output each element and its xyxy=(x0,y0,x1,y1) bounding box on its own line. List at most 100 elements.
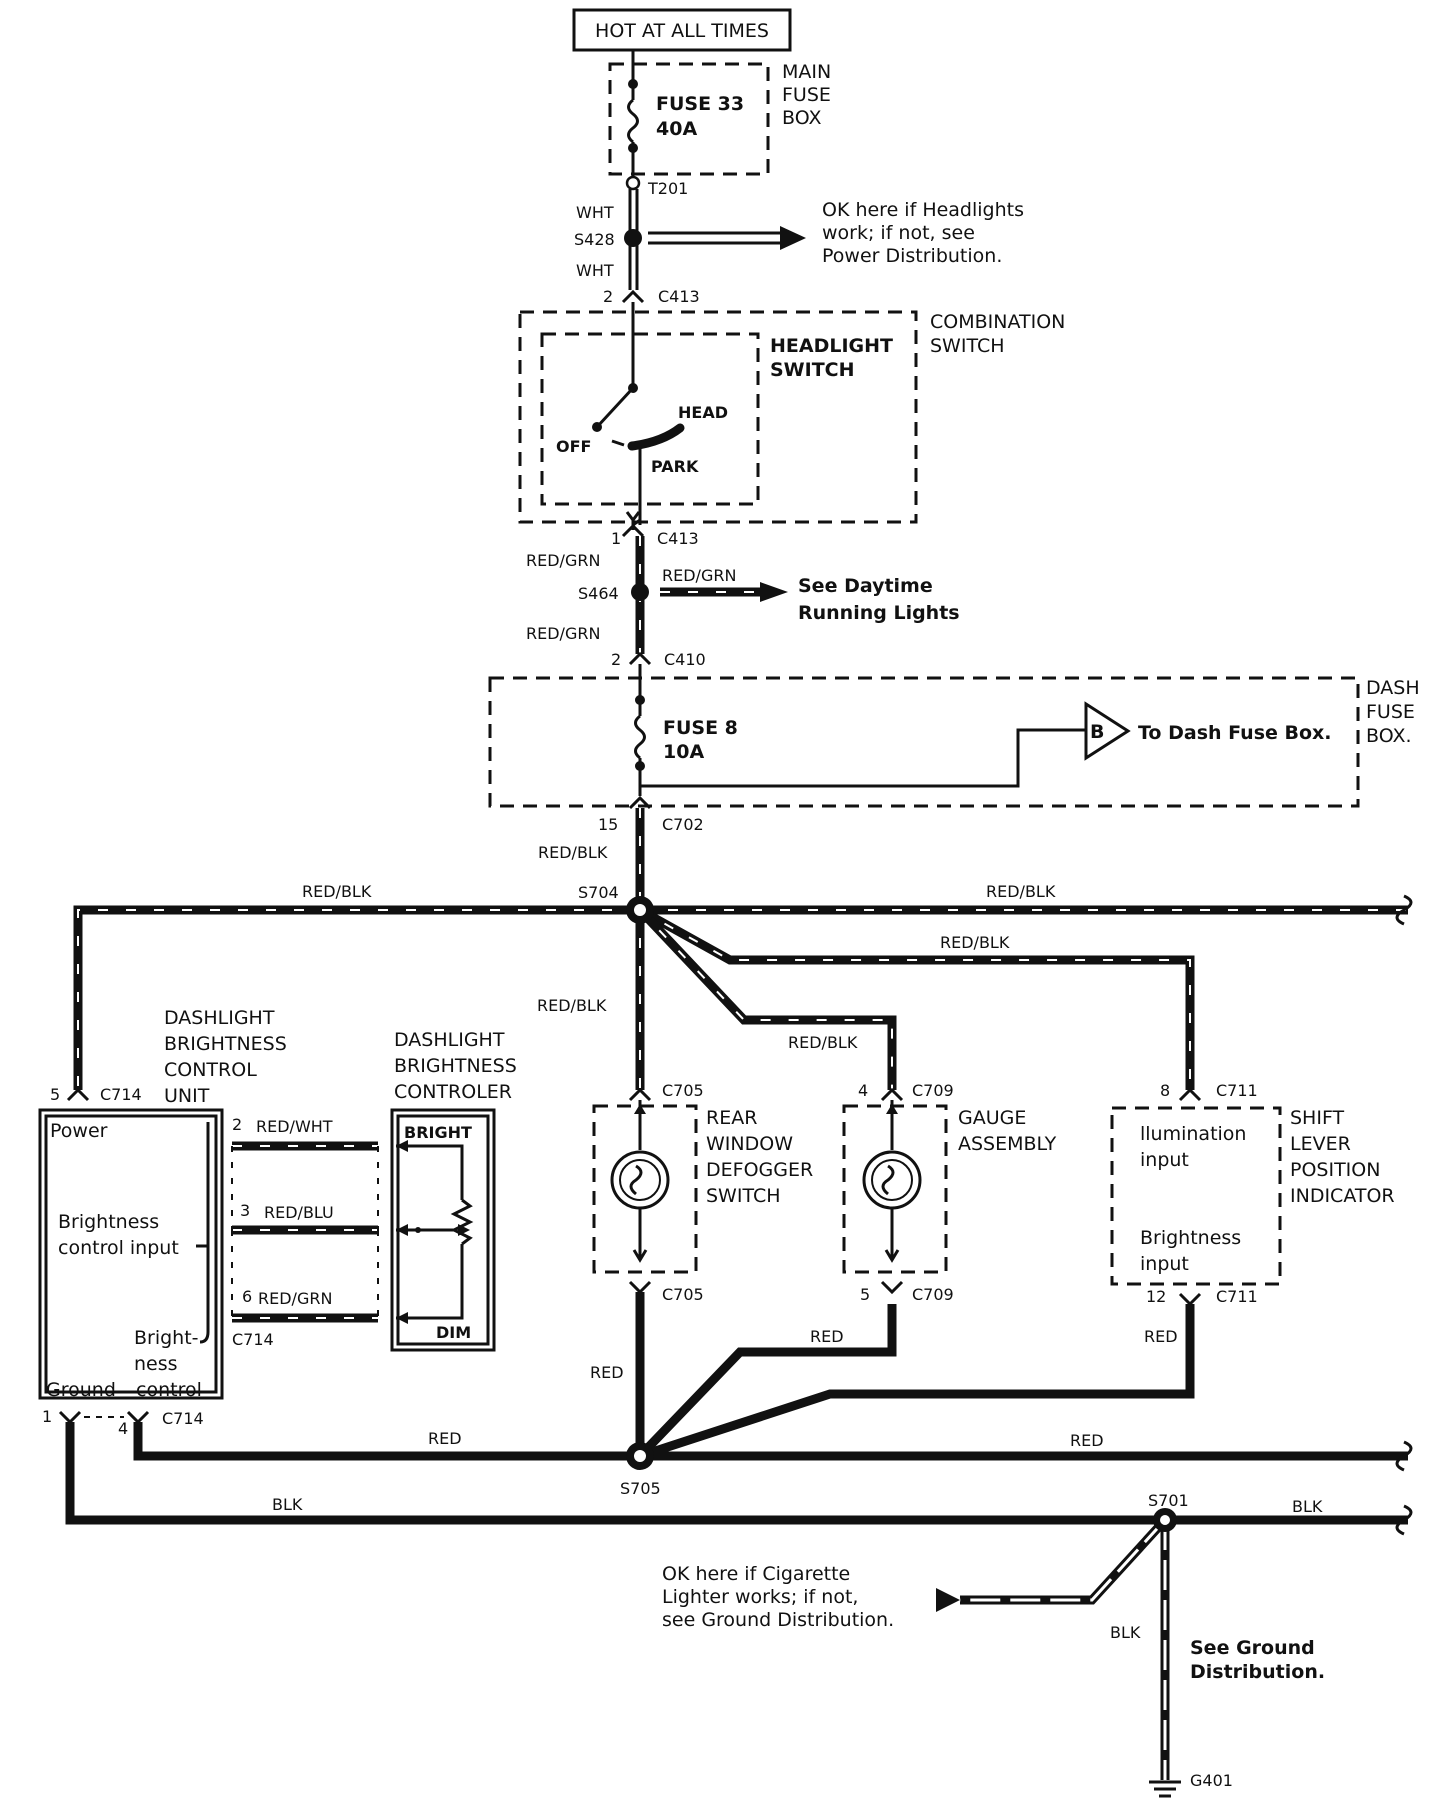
fuse-8-feed-line xyxy=(640,728,1086,788)
wire-wht-label-lower: WHT xyxy=(576,261,614,280)
s428-note-1: OK here if Headlights xyxy=(822,199,1024,221)
fuse-8-icon xyxy=(634,714,646,760)
combination-switch: HEADLIGHT SWITCH COMBINATION SWITCH HEAD… xyxy=(518,302,1065,530)
combination-switch-label-2: SWITCH xyxy=(930,335,1005,357)
dash-fuse-box-label-3: BOX. xyxy=(1366,725,1412,747)
c714-control-pin: 4 xyxy=(118,1419,128,1438)
fuse-8-rating: 10A xyxy=(663,741,704,763)
connector-c714-control xyxy=(126,1410,150,1425)
wire-red-grn-label-upper: RED/GRN xyxy=(526,551,600,570)
wire-red-blk-left-label: RED/BLK xyxy=(302,882,372,901)
dim-label: DIM xyxy=(436,1323,471,1342)
brightness-unit-label-3: CONTROL xyxy=(164,1059,257,1081)
c410-label: C410 xyxy=(664,650,706,669)
connector-c705-bottom xyxy=(628,1280,652,1295)
c705-top-label: C705 xyxy=(662,1081,704,1100)
c705-bottom-label: C705 xyxy=(662,1285,704,1304)
brightness-unit-label-1: DASHLIGHT xyxy=(164,1007,275,1029)
switch-pos-head: HEAD xyxy=(678,403,728,422)
wire-red-blk-defogger-label: RED/BLK xyxy=(537,996,607,1015)
headlight-switch-label-2: SWITCH xyxy=(770,359,855,381)
c714-ground-pin: 1 xyxy=(42,1407,52,1426)
defogger-label-3: DEFOGGER xyxy=(706,1159,813,1181)
wire-wht-label-upper: WHT xyxy=(576,203,614,222)
bright-input-text-2: input xyxy=(1140,1253,1189,1275)
brightness-controller: BRIGHT DIM xyxy=(390,1108,496,1352)
brightness-ctrl-text-2: ness xyxy=(134,1353,178,1375)
wire-c-pin: 6 xyxy=(242,1287,252,1306)
s464-branch-wire-label: RED/GRN xyxy=(662,566,736,585)
brightness-unit-label-2: BRIGHTNESS xyxy=(164,1033,287,1055)
wire-blk-down-label: BLK xyxy=(1110,1623,1141,1642)
switch-pos-off: OFF xyxy=(556,437,591,456)
brightness-controller-label-2: BRIGHTNESS xyxy=(394,1055,517,1077)
potentiometer-icon xyxy=(450,1198,474,1246)
splice-s428-label: S428 xyxy=(574,230,615,249)
c711-top-pin: 8 xyxy=(1160,1081,1170,1100)
splice-s428 xyxy=(624,229,642,247)
wire-c-label: RED/GRN xyxy=(258,1289,332,1308)
wire-red-blk-gauge-label: RED/BLK xyxy=(788,1033,858,1052)
switch-off-contact xyxy=(592,422,602,432)
c413-out-pin: 1 xyxy=(611,529,621,548)
s428-note-3: Power Distribution. xyxy=(822,245,1002,267)
defogger-label-2: WINDOW xyxy=(706,1133,793,1155)
gauge-assembly xyxy=(842,1100,948,1274)
wire-red-grn-label-lower: RED/GRN xyxy=(526,624,600,643)
fuse-33-node-top xyxy=(628,79,638,89)
s428-note-2: work; if not, see xyxy=(822,222,975,244)
c714-power-pin: 5 xyxy=(50,1085,60,1104)
ref-b-letter: B xyxy=(1090,721,1104,743)
headlight-switch-label-1: HEADLIGHT xyxy=(770,335,893,357)
c702-pin: 15 xyxy=(598,815,618,834)
main-fuse-box-label-1: MAIN xyxy=(782,61,831,83)
connector-c413-in xyxy=(621,289,645,304)
fuse-33-label: FUSE 33 xyxy=(656,93,744,115)
ground-symbol-icon xyxy=(1149,1780,1181,1798)
brightness-control-unit: Power Brightness control input Bright- n… xyxy=(38,1108,224,1401)
connector-c714-power xyxy=(66,1087,90,1102)
shift-label-4: INDICATOR xyxy=(1290,1185,1395,1207)
splice-s701-label: S701 xyxy=(1148,1491,1189,1510)
wire-red-shift-label: RED xyxy=(1144,1327,1178,1346)
s428-branch-arrow xyxy=(648,226,806,250)
c413-in-label: C413 xyxy=(658,287,700,306)
brightness-unit-label-4: UNIT xyxy=(164,1085,210,1107)
ground-point-label: G401 xyxy=(1190,1771,1233,1790)
terminal-t201 xyxy=(625,175,641,191)
c711-bottom-label: C711 xyxy=(1216,1287,1258,1306)
c709-top-pin: 4 xyxy=(858,1081,868,1100)
c413-in-pin: 2 xyxy=(603,287,613,306)
controller-conn-label: C714 xyxy=(232,1330,274,1349)
connector-c705-top xyxy=(628,1087,652,1102)
connector-c709-top xyxy=(880,1087,904,1102)
wire-a-pin: 2 xyxy=(232,1115,242,1134)
defogger-label-4: SWITCH xyxy=(706,1185,781,1207)
gauge-label-2: ASSEMBLY xyxy=(958,1133,1057,1155)
defogger-label-1: REAR xyxy=(706,1107,757,1129)
switch-pos-park: PARK xyxy=(651,457,699,476)
connector-c413-out xyxy=(621,523,645,538)
wire-b-pin: 3 xyxy=(240,1201,250,1220)
c714-power-label: C714 xyxy=(100,1085,142,1104)
wire-red-left-label: RED xyxy=(428,1429,462,1448)
splice-s705-label: S705 xyxy=(620,1479,661,1498)
switch-blade xyxy=(595,386,635,429)
shift-label-1: SHIFT xyxy=(1290,1107,1345,1129)
main-fuse-box-label-2: FUSE xyxy=(782,84,831,106)
ground-text: Ground xyxy=(46,1379,116,1401)
fuse-8-node-bottom xyxy=(635,761,645,771)
c709-bottom-pin: 5 xyxy=(860,1285,870,1304)
brightness-input-text-2: control input xyxy=(58,1237,179,1259)
wire-red-network xyxy=(133,1292,1408,1461)
lighter-note-2: Lighter works; if not, xyxy=(662,1586,858,1608)
wire-red-blk-continue-icon xyxy=(1395,894,1413,926)
bright-input-text-1: Brightness xyxy=(1140,1227,1241,1249)
wire-blk-left-label: BLK xyxy=(272,1495,303,1514)
shift-label-3: POSITION xyxy=(1290,1159,1380,1181)
hot-at-all-times-label: HOT AT ALL TIMES xyxy=(595,20,769,42)
wire-a-label: RED/WHT xyxy=(256,1117,333,1136)
see-ground-note-1: See Ground xyxy=(1190,1637,1315,1659)
gauge-label-1: GAUGE xyxy=(958,1107,1026,1129)
